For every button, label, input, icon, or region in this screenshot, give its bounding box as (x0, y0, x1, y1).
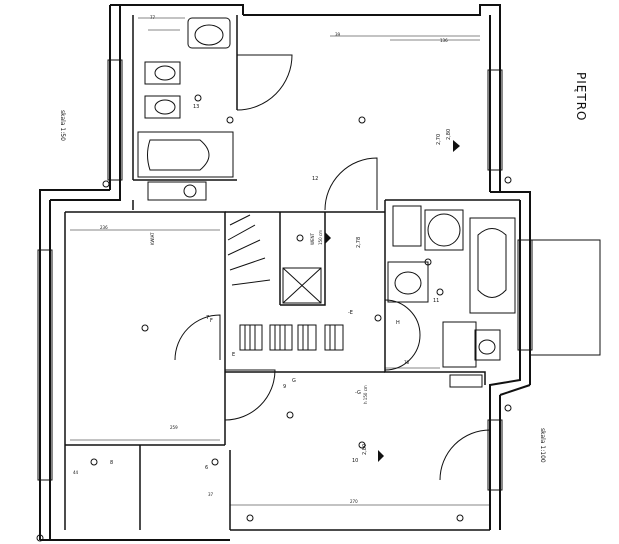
dim-136: 136 (440, 38, 448, 43)
dim-37: 37 (208, 492, 214, 497)
annotation-150cm-1: 150 cm (318, 229, 323, 245)
washer (147, 181, 207, 201)
dim-77: 77 (150, 15, 156, 20)
fixtures (137, 17, 516, 388)
toilet-1 (144, 61, 181, 85)
symbol-7: 7 (206, 315, 210, 321)
annotation-kwiat-1: KWIAT (150, 232, 155, 245)
dim-39: 39 (335, 32, 341, 37)
window-east-lower (487, 419, 503, 491)
dim-259: 259 (170, 425, 178, 430)
area-label-3: 2,80 (362, 443, 368, 455)
symbol-6: 6 (205, 465, 209, 471)
symbol-13: 13 (193, 104, 200, 110)
windows (37, 59, 601, 491)
symbol-minus-G: -G (355, 390, 361, 396)
sink-upper (187, 17, 231, 49)
door-room-upper (324, 157, 378, 211)
dim-44: 44 (73, 470, 79, 475)
boiler (392, 205, 422, 247)
plan-title: PIĘTRO (574, 72, 588, 122)
shower (424, 209, 464, 251)
area-markers (325, 140, 460, 462)
door-bath-upper (236, 54, 293, 111)
symbol-9: 9 (283, 384, 287, 390)
symbol-minus-E: -E (348, 310, 353, 316)
staircase (227, 214, 344, 351)
window-east-upper (487, 69, 503, 171)
dim-270: 270 (350, 499, 358, 504)
door-room-southwest (224, 369, 276, 421)
annotation-went-1: WENT (310, 233, 315, 245)
cabinet (442, 321, 477, 368)
bidet (144, 95, 181, 119)
dimension-lines (70, 17, 490, 506)
window-west-upper (107, 59, 123, 181)
scale-label-upper: skala 1:50 (59, 110, 66, 141)
area-label-2: 2,78 (356, 236, 362, 248)
symbol-F: F (210, 318, 213, 324)
door-bath-east (384, 299, 421, 371)
dim-236: 236 (100, 225, 108, 230)
symbol-12: 12 (312, 176, 319, 182)
symbol-10: 10 (352, 458, 359, 464)
bathtub-east (469, 217, 516, 314)
bathtub-upper (137, 131, 234, 178)
symbol-H: H (396, 320, 400, 326)
symbol-11: 11 (433, 298, 440, 304)
electrical-symbols (36, 94, 512, 542)
heater (449, 374, 483, 388)
door-room-southeast (439, 429, 491, 481)
balcony (529, 239, 601, 356)
dim-78: 78 (404, 360, 410, 365)
area-label-1: 2,70 (436, 133, 442, 145)
scale-label-lower: skala 1:100 (539, 428, 546, 463)
outer-walls (39, 4, 531, 541)
sink-east (387, 261, 429, 303)
symbol-8: 8 (110, 460, 114, 466)
door-room-west (174, 314, 221, 361)
symbol-E: E (232, 352, 236, 358)
toilet-east (474, 329, 501, 361)
doors (174, 54, 491, 481)
area-label-4: 2,80 (446, 128, 452, 140)
inner-walls (64, 15, 520, 531)
symbol-G: G (292, 378, 296, 384)
window-west (37, 249, 53, 481)
annotation-150cm-2: h 150 cm (363, 385, 368, 404)
window-balcony (517, 239, 533, 351)
